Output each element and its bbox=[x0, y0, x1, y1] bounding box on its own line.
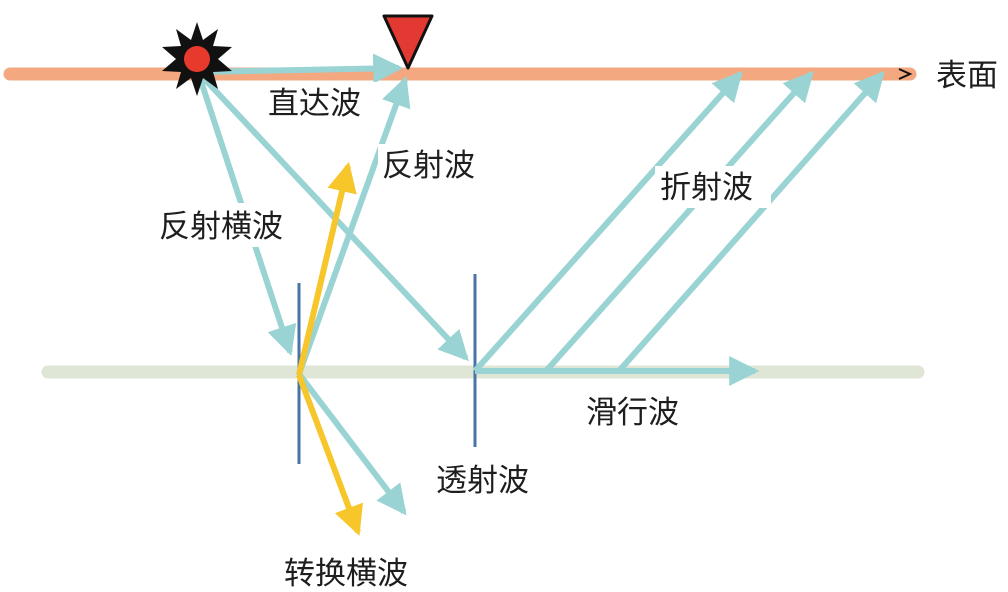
refracted-wave-ray-2 bbox=[543, 70, 814, 373]
refracted-wave-ray-3 bbox=[616, 70, 885, 373]
explosion-source-icon bbox=[162, 22, 232, 96]
converted-shear-wave-ray bbox=[296, 373, 363, 536]
incident-ray-center bbox=[195, 69, 469, 362]
converted-shear-wave-label-bg bbox=[281, 553, 441, 590]
sliding-wave-label-bg bbox=[582, 389, 700, 433]
refracted-wave-ray-1 bbox=[472, 70, 743, 373]
reflected-shear-wave-label: 反射横波 bbox=[159, 209, 283, 245]
transmitted-wave-ray bbox=[296, 372, 407, 516]
reflected-shear-wave-label-bg bbox=[155, 203, 315, 247]
receiver-triangle-icon bbox=[382, 14, 434, 70]
reflected-shear-wave-ray bbox=[296, 161, 357, 376]
reflected-wave-label-bg bbox=[378, 144, 494, 186]
reflected-wave-label: 反射波 bbox=[382, 148, 475, 184]
reflected-wave-ray bbox=[296, 76, 411, 376]
direct-wave-ray bbox=[197, 53, 404, 84]
transmitted-wave-label: 透射波 bbox=[436, 463, 529, 499]
surface-label: 表面 bbox=[936, 58, 998, 94]
direct-wave-label-bg bbox=[264, 82, 380, 122]
sliding-wave-label: 滑行波 bbox=[586, 395, 679, 431]
direct-wave-label: 直达波 bbox=[268, 86, 361, 122]
refracted-wave-label-bg bbox=[655, 166, 771, 208]
refracted-wave-label: 折射波 bbox=[660, 170, 753, 206]
converted-shear-wave-label: 转换横波 bbox=[284, 556, 408, 592]
surface-arrow-tip-icon bbox=[898, 68, 913, 80]
transmitted-wave-label-bg bbox=[432, 457, 550, 501]
surface-label-bg bbox=[930, 53, 1006, 95]
